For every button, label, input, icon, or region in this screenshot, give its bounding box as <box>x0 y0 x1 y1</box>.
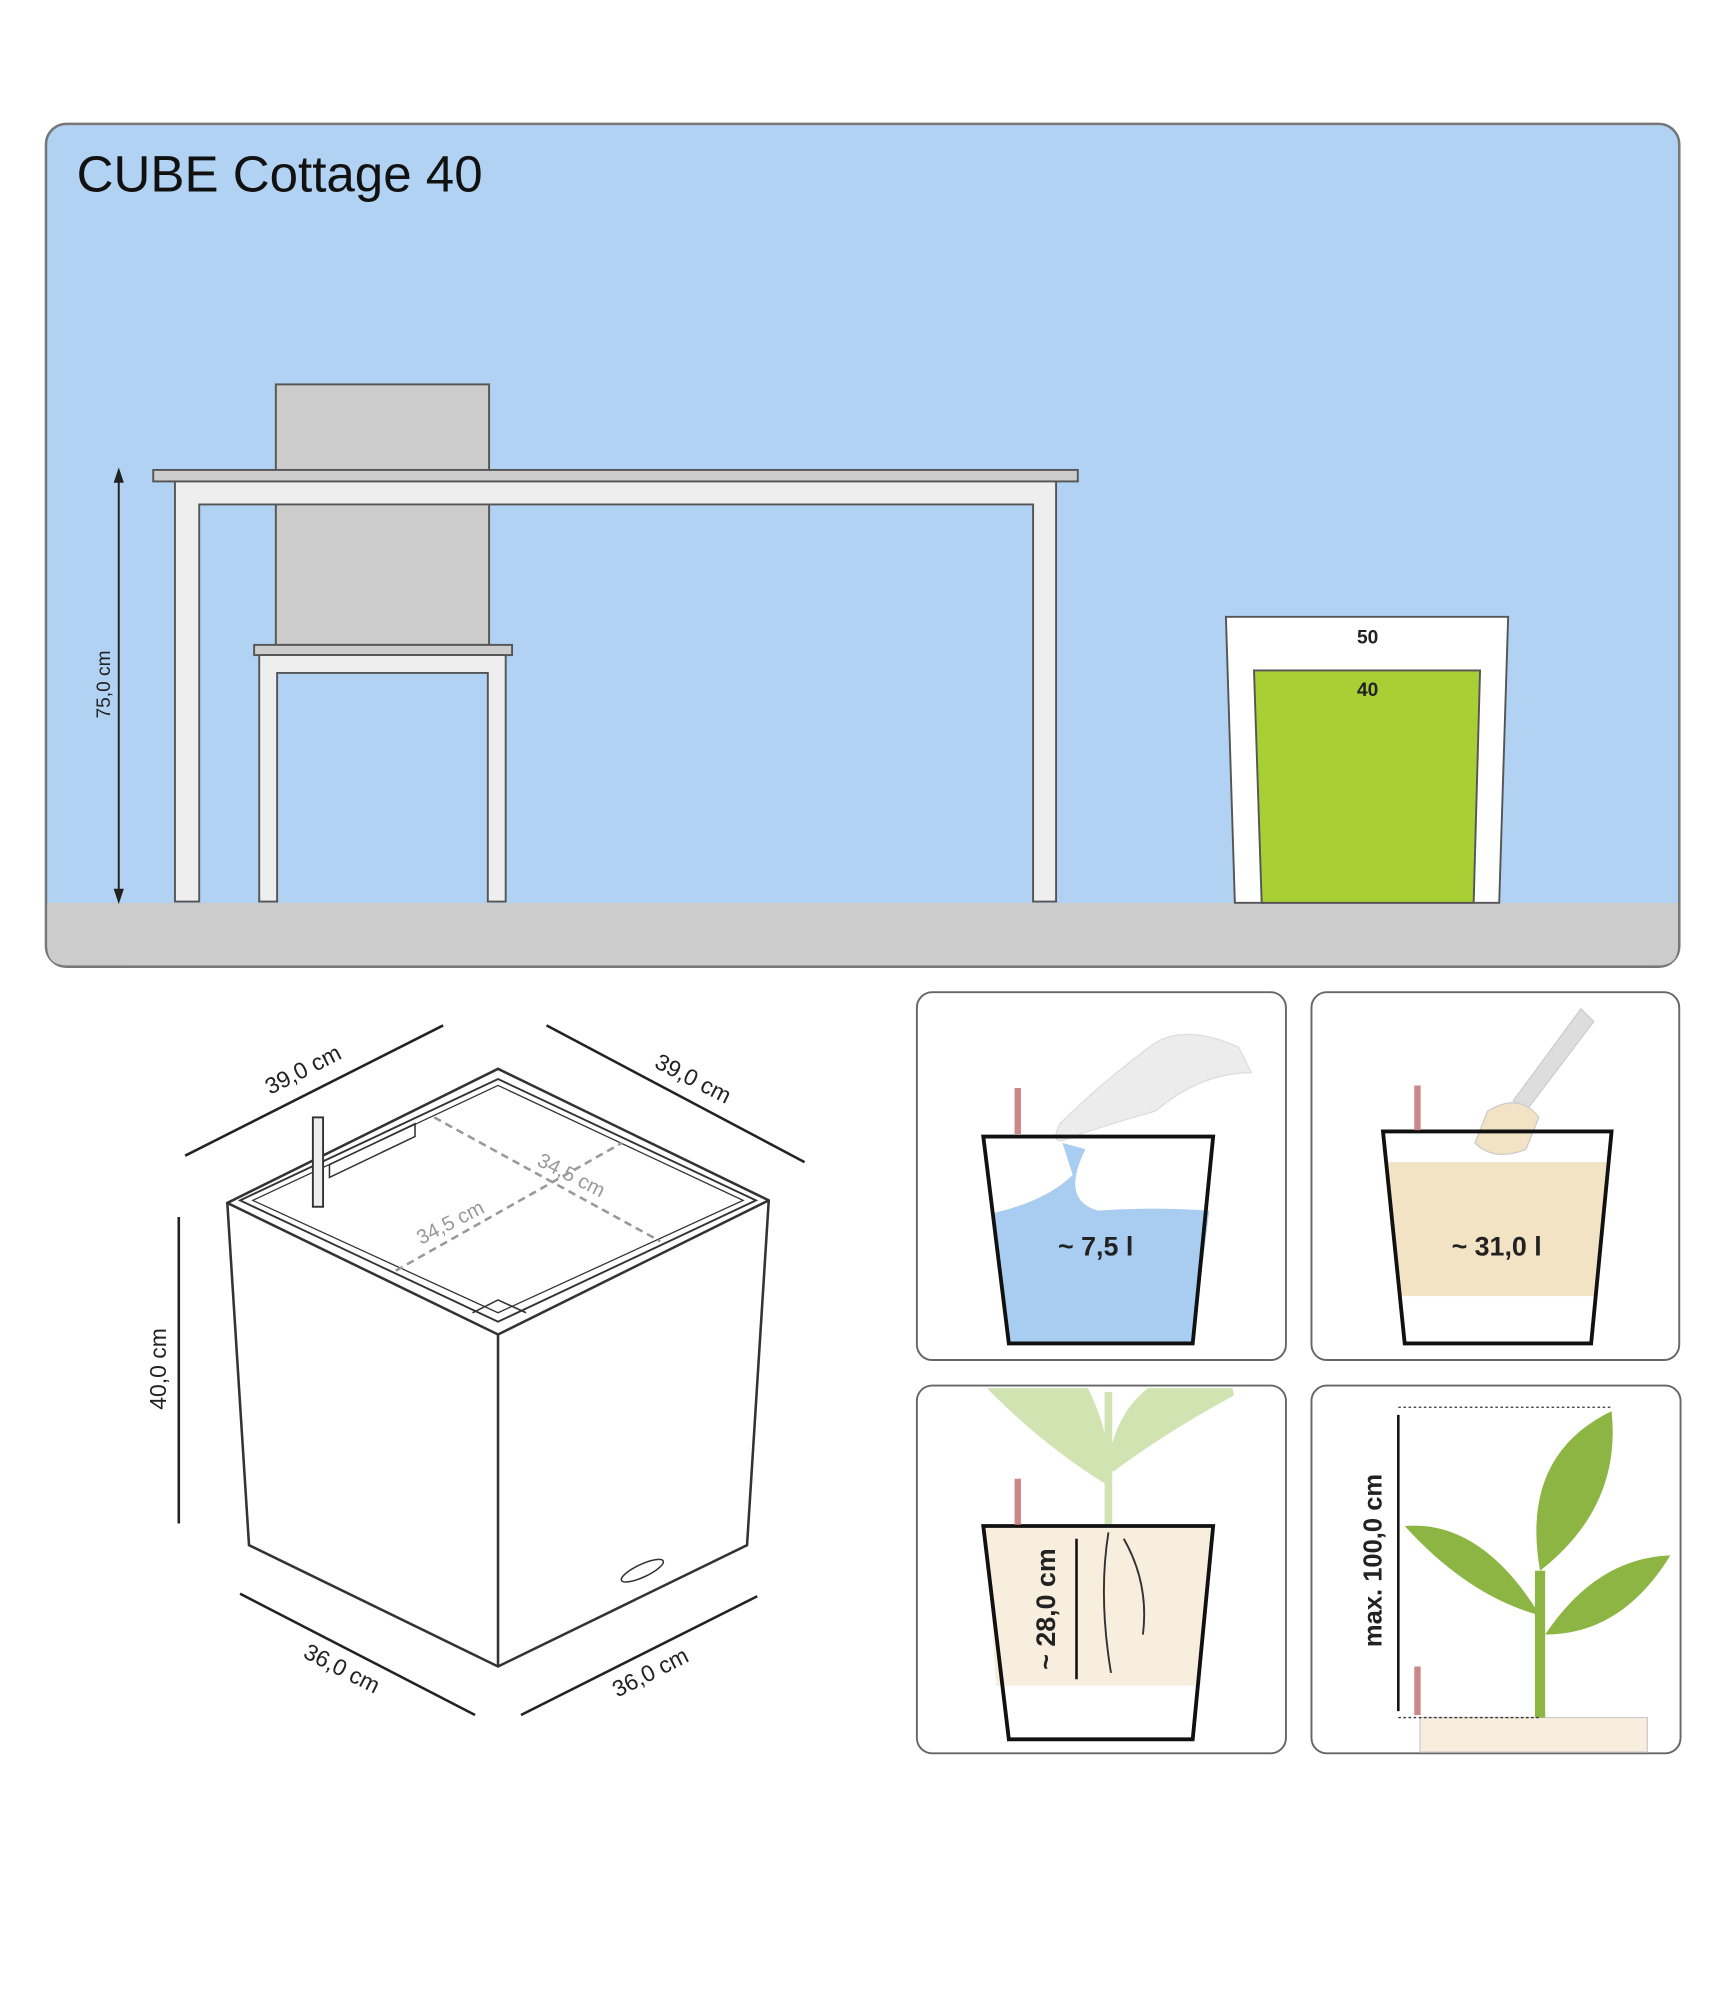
cube-dimension-drawing <box>225 1067 771 1668</box>
height-label: 40,0 cm <box>145 1328 171 1410</box>
planter-outer-size: 50 <box>1357 628 1378 649</box>
scene-panel: CUBE Cottage 40 75,0 cm 50 40 <box>44 122 1681 968</box>
root-depth-panel: ~ 28,0 cm <box>915 1384 1287 1755</box>
soil-volume-label: ~ 31,0 l <box>1452 1231 1542 1261</box>
top-right-width-label: 39,0 cm <box>651 1048 736 1108</box>
page-title: CUBE Cottage 40 <box>77 146 483 203</box>
table-height-dimension: 75,0 cm <box>94 467 124 905</box>
soil-volume-panel: ~ 31,0 l <box>1310 991 1681 1361</box>
max-height-panel: max. 100,0 cm <box>1310 1384 1682 1755</box>
water-volume-label: ~ 7,5 l <box>1058 1231 1133 1261</box>
root-depth-label: ~ 28,0 cm <box>1031 1548 1061 1669</box>
table-illustration <box>152 468 1079 903</box>
max-height-label: max. 100,0 cm <box>1360 1474 1388 1647</box>
top-left-width-label: 39,0 cm <box>261 1039 346 1099</box>
planter-inner-size: 40 <box>1357 680 1378 701</box>
planter-comparison: 50 40 <box>1224 615 1510 904</box>
chair-illustration <box>253 383 514 903</box>
water-reservoir-panel: ~ 7,5 l <box>915 991 1287 1361</box>
table-height-label: 75,0 cm <box>94 650 115 718</box>
